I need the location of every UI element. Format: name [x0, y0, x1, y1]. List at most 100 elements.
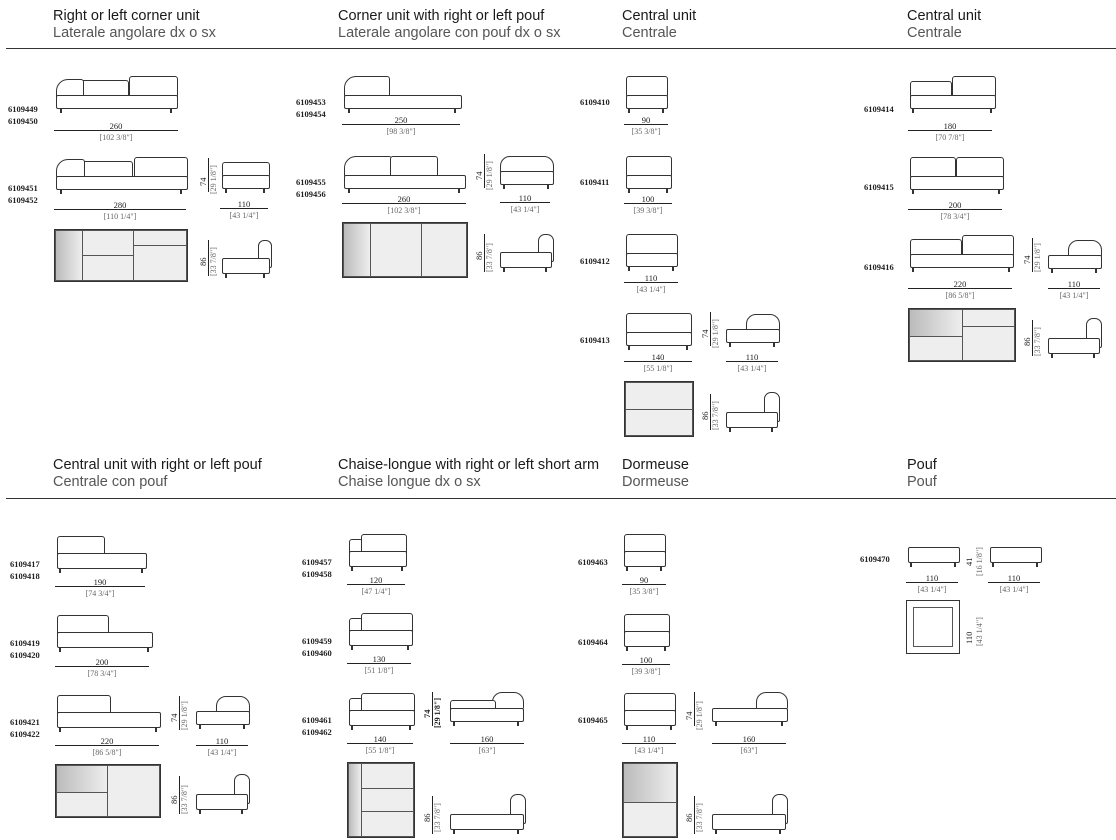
dimension-inch: [102 3/8"]: [99, 133, 133, 142]
sofa-side-view: [448, 794, 526, 836]
dimension-inch: [43 1/4"]: [737, 364, 767, 373]
height-inch: [33 7/8"]: [1033, 327, 1042, 356]
height-inch: [33 7/8"]: [711, 401, 720, 430]
dimension-inch: [86 5/8"]: [945, 291, 975, 300]
dimension-line: [432, 692, 433, 726]
height-cm: 86: [474, 251, 484, 261]
sofa-elevation: [347, 612, 413, 650]
dimension-line: [694, 796, 695, 834]
dimension-cm: 190: [93, 577, 107, 587]
dimension-inch: [55 1/8"]: [643, 364, 673, 373]
dimension-line: [908, 288, 1012, 289]
dimension-line: [179, 776, 180, 814]
dimension-inch: [43 1/4"]: [917, 585, 947, 594]
dimension-cm: 110: [642, 734, 656, 744]
product-code: 6109414: [864, 104, 894, 114]
height-cm: 86: [684, 813, 694, 823]
section-title: Central unit with right or left pouf: [53, 457, 262, 473]
height-cm: 41: [964, 557, 974, 567]
height-inch: [29 1/8"]: [485, 161, 494, 190]
dimension-line: [710, 312, 711, 346]
dimension-line: [432, 796, 433, 834]
dimension-cm: 260: [109, 121, 123, 131]
section-title: Dormeuse: [622, 457, 689, 473]
height-cm: 74: [700, 329, 710, 339]
dimension-cm: 260: [397, 194, 411, 204]
dimension-line: [1032, 320, 1033, 356]
height-cm: 74: [198, 177, 208, 187]
dimension-inch: [35 3/8"]: [629, 587, 659, 596]
sofa-elevation: [622, 613, 670, 651]
height-inch: [29 1/8"]: [209, 165, 218, 194]
dimension-inch: [78 3/4"]: [940, 212, 970, 221]
dimension-line: [726, 361, 778, 362]
product-code: 6109415: [864, 182, 894, 192]
sofa-plan-view: [347, 762, 415, 838]
dimension-cm: 160: [742, 734, 756, 744]
dimension-line: [622, 584, 666, 585]
dimension-cm: 110: [745, 352, 759, 362]
dimension-inch: [63"]: [740, 746, 758, 755]
sofa-elevation: [347, 692, 415, 730]
section-subtitle: Pouf: [907, 474, 937, 490]
sofa-plan-view: [54, 229, 188, 282]
pouf-plan-view: [906, 600, 960, 654]
sofa-elevation: [55, 694, 161, 732]
dimension-cm: 220: [953, 279, 967, 289]
product-code: 6109416: [864, 262, 894, 272]
dimension-cm: 110: [518, 193, 532, 203]
section-subtitle: Chaise longue dx o sx: [338, 474, 481, 490]
sofa-elevation: [908, 233, 1014, 272]
sofa-side-view: [220, 158, 270, 193]
sofa-plan-view: [55, 764, 161, 818]
sofa-elevation: [624, 233, 678, 271]
height-cm: 74: [474, 171, 484, 181]
dimension-line: [54, 209, 186, 210]
dimension-inch: [74 3/4"]: [85, 589, 115, 598]
height-inch: [29 1/8"]: [180, 701, 189, 730]
dimension-inch: [43 1/4"]: [999, 585, 1029, 594]
sofa-elevation: [624, 75, 668, 113]
height-inch: [33 7/8"]: [433, 803, 442, 832]
dimension-cm: 110: [925, 573, 939, 583]
dimension-inch: [55 1/8"]: [365, 746, 395, 755]
dimension-inch: [43 1/4"]: [510, 205, 540, 214]
dimension-cm: 140: [651, 352, 665, 362]
divider: [6, 498, 1116, 499]
height-cm: 86: [198, 257, 208, 267]
dimension-line: [500, 202, 550, 203]
dimension-line: [710, 394, 711, 430]
dimension-line: [622, 664, 670, 665]
dimension-line: [906, 582, 958, 583]
dimension-line: [55, 666, 149, 667]
dimension-cm: 200: [95, 657, 109, 667]
dimension-line: [624, 282, 678, 283]
height-inch: [33 7/8"]: [695, 803, 704, 832]
dimension-line: [1032, 238, 1033, 272]
dimension-line: [624, 124, 668, 125]
dimension-line: [908, 130, 992, 131]
dimension-inch: [43 1/4"]: [229, 211, 259, 220]
dimension-line: [1048, 288, 1100, 289]
pouf-front-view: [906, 545, 960, 569]
sofa-plan-view: [624, 381, 694, 437]
dimension-line: [347, 663, 411, 664]
height-inch: [33 7/8"]: [485, 243, 494, 272]
dimension-inch: [43 1/4"]: [207, 748, 237, 757]
sofa-elevation: [342, 75, 462, 113]
product-code: 6109410: [580, 97, 610, 107]
dimension-line: [55, 586, 145, 587]
sofa-elevation: [342, 155, 466, 193]
dimension-line: [54, 130, 178, 131]
section-subtitle: Centrale: [907, 25, 962, 41]
dimension-cm: 110: [644, 273, 658, 283]
